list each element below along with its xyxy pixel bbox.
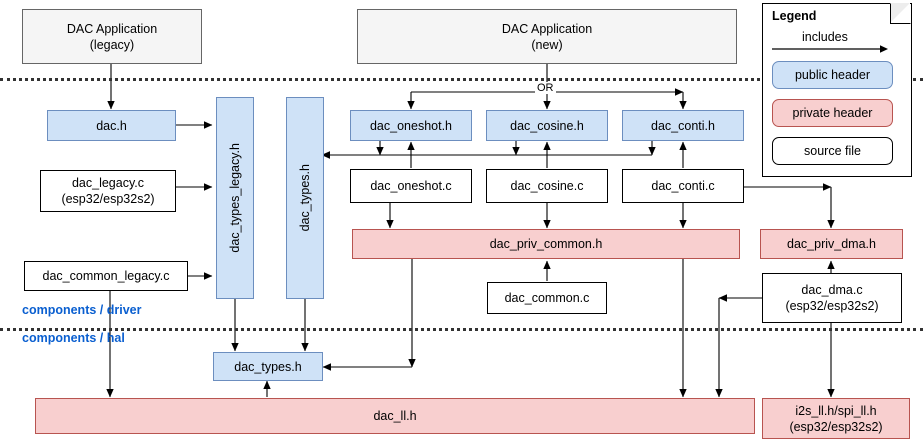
dac-legacy-c-line2: (esp32/esp32s2)	[61, 192, 155, 206]
dac-types-h-bottom-label: dac_types.h	[234, 359, 302, 374]
dac-ll-h-label: dac_ll.h	[373, 409, 417, 423]
legend-item-public-header: public header	[772, 61, 893, 89]
dac-types-h-vertical-label: dac_types.h	[298, 164, 312, 232]
legend-fold-corner	[890, 3, 910, 23]
node-dac-legacy-c[interactable]: dac_legacy.c (esp32/esp32s2)	[40, 170, 176, 212]
app-new-line2: (new)	[531, 37, 563, 52]
dac-dma-c-line1: dac_dma.c	[801, 283, 863, 297]
dac-legacy-c-line1: dac_legacy.c	[71, 176, 145, 190]
node-dac-types-h-bottom[interactable]: dac_types.h	[213, 352, 323, 381]
app-legacy-line1: DAC Application	[66, 21, 158, 36]
legend-includes-arrow-icon	[772, 45, 888, 53]
legend-source-file-label: source file	[804, 144, 861, 158]
node-dac-application-legacy[interactable]: DAC Application (legacy)	[22, 9, 202, 64]
dac-cosine-h-label: dac_cosine.h	[510, 118, 584, 133]
node-dac-common-legacy-c[interactable]: dac_common_legacy.c	[24, 261, 188, 291]
or-label: OR	[535, 82, 556, 94]
dac-oneshot-h-label: dac_oneshot.h	[369, 118, 452, 133]
node-dac-oneshot-c[interactable]: dac_oneshot.c	[350, 169, 472, 203]
zone-divider-bottom	[0, 328, 923, 331]
node-dac-conti-h[interactable]: dac_conti.h	[622, 110, 744, 141]
dac-common-c-label: dac_common.c	[504, 291, 590, 305]
node-dac-cosine-h[interactable]: dac_cosine.h	[486, 110, 608, 141]
dac-cosine-c-label: dac_cosine.c	[510, 179, 584, 193]
node-dac-ll-h[interactable]: dac_ll.h	[35, 398, 755, 434]
dac-common-legacy-c-label: dac_common_legacy.c	[42, 269, 170, 283]
legend-item-private-header: private header	[772, 99, 893, 127]
dac-conti-c-label: dac_conti.c	[651, 179, 715, 193]
zone-label-driver: components / driver	[22, 303, 142, 317]
node-i2s-ll-spi-ll-h[interactable]: i2s_ll.h/spi_ll.h (esp32/esp32s2)	[762, 398, 910, 439]
dac-priv-common-h-label: dac_priv_common.h	[489, 237, 603, 251]
zone-divider-top	[0, 78, 923, 81]
legend-public-header-label: public header	[794, 68, 871, 82]
node-dac-types-legacy-h[interactable]: dac_types_legacy.h	[216, 97, 254, 299]
node-dac-oneshot-h[interactable]: dac_oneshot.h	[350, 110, 472, 141]
app-legacy-line2: (legacy)	[89, 37, 135, 52]
node-dac-priv-common-h[interactable]: dac_priv_common.h	[352, 229, 740, 259]
dac-priv-dma-h-label: dac_priv_dma.h	[787, 237, 876, 251]
i2s-ll-line2: (esp32/esp32s2)	[789, 419, 883, 434]
node-dac-application-new[interactable]: DAC Application (new)	[357, 9, 737, 64]
dac-oneshot-c-label: dac_oneshot.c	[370, 179, 452, 193]
dac-conti-h-label: dac_conti.h	[651, 118, 715, 133]
dac-types-legacy-h-label: dac_types_legacy.h	[228, 143, 242, 253]
node-dac-types-h-vertical[interactable]: dac_types.h	[286, 97, 324, 299]
node-dac-cosine-c[interactable]: dac_cosine.c	[486, 169, 608, 203]
legend-includes-label: includes	[802, 30, 848, 44]
legend-private-header-label: private header	[792, 106, 873, 120]
node-dac-priv-dma-h[interactable]: dac_priv_dma.h	[760, 229, 903, 259]
node-dac-h[interactable]: dac.h	[47, 110, 176, 141]
node-dac-conti-c[interactable]: dac_conti.c	[622, 169, 744, 203]
dac-h-label: dac.h	[96, 118, 127, 133]
zone-label-hal: components / hal	[22, 331, 125, 345]
legend-item-source-file: source file	[772, 137, 893, 165]
legend-title: Legend	[772, 9, 817, 23]
node-dac-common-c[interactable]: dac_common.c	[487, 282, 607, 314]
dac-dma-c-line2: (esp32/esp32s2)	[785, 299, 879, 313]
i2s-ll-line1: i2s_ll.h/spi_ll.h	[795, 403, 877, 418]
node-dac-dma-c[interactable]: dac_dma.c (esp32/esp32s2)	[762, 273, 902, 323]
app-new-line1: DAC Application	[501, 21, 593, 36]
